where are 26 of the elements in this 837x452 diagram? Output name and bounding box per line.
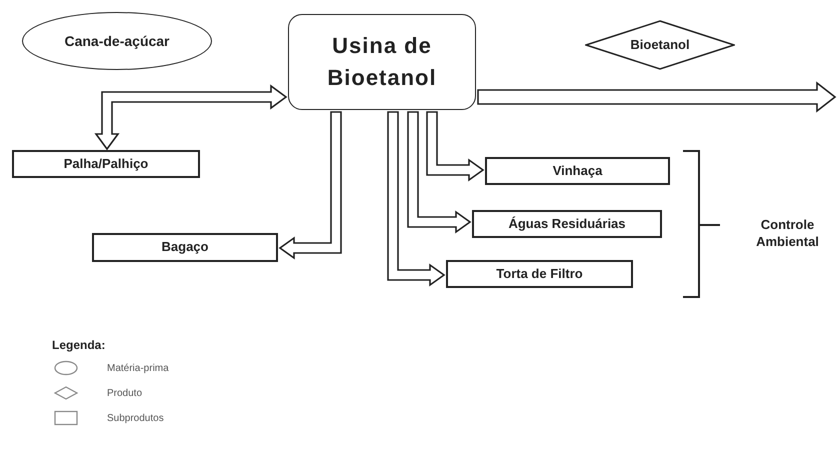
legend-title: Legenda:: [52, 337, 106, 354]
byproduct-box: [446, 260, 633, 288]
legend-text: Matéria-prima: [107, 362, 169, 374]
node-label: Palha/Palhiço: [64, 154, 148, 173]
hollow-arrow: [278, 111, 342, 260]
hollow-arrow: [94, 84, 288, 150]
group-label: Controle Ambiental: [755, 216, 820, 250]
product-diamond: [585, 20, 735, 70]
byproduct-box: [92, 233, 278, 262]
legend-text: Produto: [107, 388, 142, 398]
node-label: Bioetanol: [630, 36, 690, 54]
node-label: Usina de Bioetanol: [326, 32, 438, 92]
node-label: Torta de Filtro: [496, 264, 583, 283]
process-box: [288, 14, 476, 110]
node-label: Bagaço: [162, 238, 208, 256]
byproduct-box: [485, 157, 670, 185]
byproduct-box: [472, 210, 662, 238]
node-label: Águas Residuárias: [508, 214, 626, 233]
legend-text: Subprodutos: [107, 412, 164, 424]
hollow-arrow: [407, 111, 472, 234]
node-label: Cana-de-açúcar: [64, 32, 170, 51]
byproduct-box: [12, 150, 200, 178]
hollow-arrow: [477, 81, 836, 113]
hollow-arrow: [426, 111, 484, 182]
hollow-arrow: [387, 111, 446, 287]
node-label: Vinhaça: [552, 162, 602, 180]
